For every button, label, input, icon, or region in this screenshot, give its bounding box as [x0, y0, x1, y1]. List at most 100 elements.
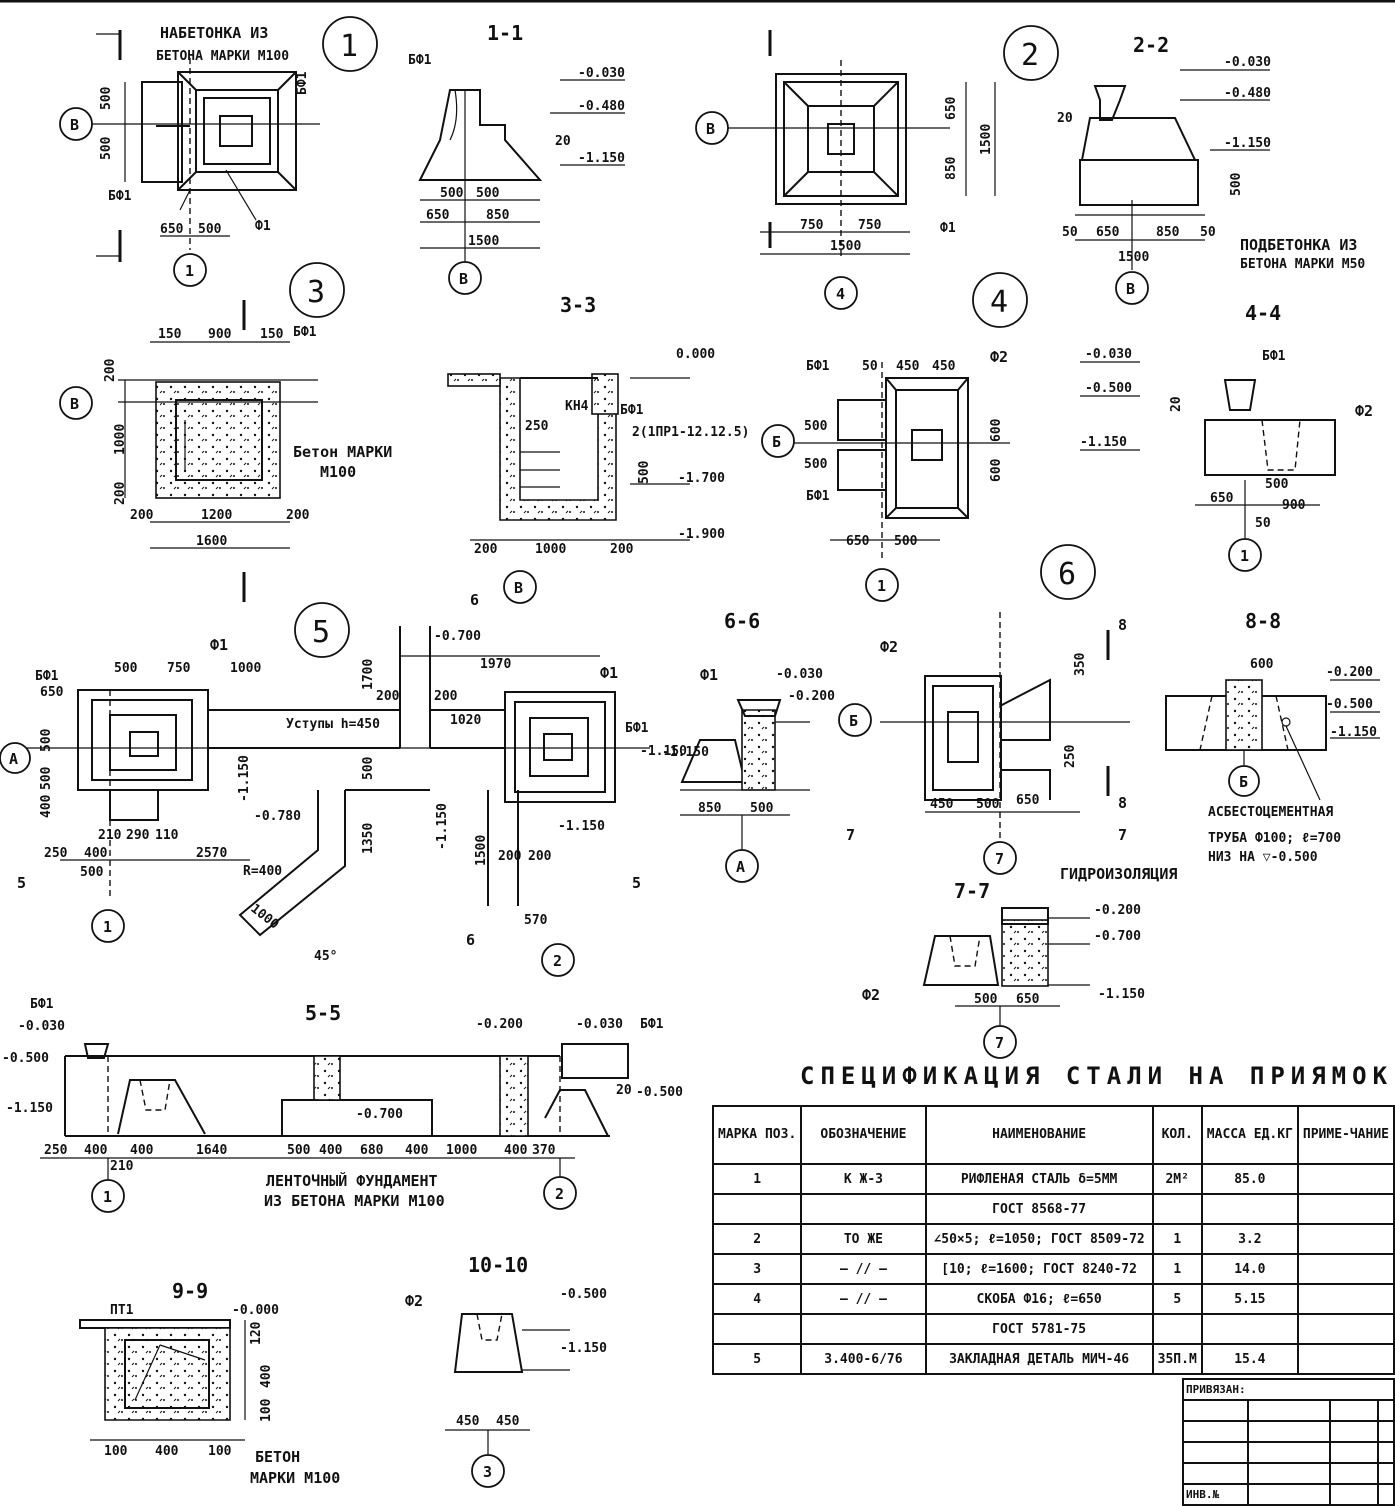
- view-1-bf1: БФ1: [108, 189, 132, 204]
- section-4-4-dim: 50: [1255, 516, 1271, 531]
- section-5-5-dim: 250: [44, 1143, 68, 1158]
- spec-cell: 4: [711, 1283, 803, 1315]
- section-3-3-axis: В: [514, 579, 523, 597]
- section-5-5-bf1: БФ1: [30, 997, 54, 1012]
- table-row: 4 — // — СКОБА Ф16; ℓ=650 5 5.15: [711, 1283, 1395, 1315]
- view-2-dim: 750: [858, 218, 882, 233]
- spec-cell: [1200, 1193, 1299, 1225]
- view-5-bf1b: БФ1: [625, 721, 649, 736]
- axis-bubble: [503, 570, 537, 604]
- section-1-1: [418, 79, 625, 270]
- spec-cell: ТО ЖЕ: [800, 1223, 927, 1255]
- spec-cell: 5.15: [1200, 1283, 1299, 1315]
- view-5-cut-mark: 5: [632, 874, 641, 892]
- table-row: 5 3.400-6/76 ЗАКЛАДНАЯ ДЕТАЛЬ МИЧ-46 35П…: [711, 1343, 1395, 1375]
- spec-header-cell: ОБОЗНАЧЕНИЕ: [800, 1105, 927, 1165]
- section-3-3-title: 3-3: [560, 293, 596, 317]
- section-5-5-bf1b: БФ1: [640, 1017, 664, 1032]
- view-4-axis: Б: [772, 433, 781, 451]
- section-6-6-elev: -1.150: [662, 745, 709, 760]
- view-6-dim: 450: [930, 797, 954, 812]
- axis-bubble: [448, 261, 482, 295]
- section-7-7-label: ГИДРОИЗОЛЯЦИЯ: [1060, 865, 1177, 883]
- view-5-dim: 500: [114, 661, 138, 676]
- view-1-dim: 500: [198, 222, 222, 237]
- view-5-dim: 2570: [196, 846, 227, 861]
- table-row: 2 ТО ЖЕ ∠50×5; ℓ=1050; ГОСТ 8509-72 1 3.…: [711, 1223, 1395, 1255]
- view-5-axis: А: [9, 750, 18, 768]
- view-2-axis-num: 4: [836, 285, 845, 303]
- view-1-dim: 650: [160, 222, 184, 237]
- table-row: ГОСТ 5781-75: [711, 1313, 1395, 1345]
- section-10-10-f2: Ф2: [405, 1292, 423, 1310]
- section-1-1-dim: 850: [486, 208, 510, 223]
- view-3-axis: В: [70, 395, 79, 413]
- spec-header-cell: ПРИМЕ-ЧАНИЕ: [1296, 1105, 1395, 1165]
- section-10-10-elev: -1.150: [560, 1341, 607, 1356]
- view-3-dim: 1000: [113, 424, 128, 455]
- view-3-dim: 1600: [196, 534, 227, 549]
- spec-cell: [1200, 1313, 1299, 1345]
- spec-cell: 2М²: [1151, 1163, 1203, 1195]
- view-3-plan: [118, 300, 318, 602]
- section-9-9-label: БЕТОН: [255, 1448, 300, 1466]
- section-8-8-elev: -1.150: [1330, 725, 1377, 740]
- section-1-1-axis: В: [459, 270, 468, 288]
- spec-cell: СКОБА Ф16; ℓ=650: [924, 1283, 1154, 1315]
- view-1-label: НАБЕТОНКА ИЗ: [160, 24, 268, 42]
- view-6-cut-mark: 8: [1118, 794, 1127, 812]
- spec-cell: РИФЛЕНАЯ СТАЛЬ δ=5ММ: [924, 1163, 1154, 1195]
- view-4-plan: [790, 362, 1010, 560]
- axis-bubble: [865, 568, 899, 602]
- spec-cell: [711, 1193, 803, 1225]
- view-6-cut-mark: 7: [846, 826, 855, 844]
- axis-bubble: [824, 276, 858, 310]
- section-9-9-dim: 100: [208, 1444, 232, 1459]
- view-5-elev: -1.150: [640, 744, 687, 759]
- section-4-4-elev: -0.500: [1085, 381, 1132, 396]
- section-2-2-elev: -1.150: [1224, 136, 1271, 151]
- spec-cell: [10; ℓ=1600; ГОСТ 8240-72: [924, 1253, 1154, 1285]
- view-5-elev: -1.150: [237, 755, 252, 802]
- view-6-cut-mark: 7: [1118, 826, 1127, 844]
- section-3-3-elev: -1.700: [678, 471, 725, 486]
- spec-cell: [800, 1313, 927, 1345]
- spec-header-cell: НАИМЕНОВАНИЕ: [924, 1105, 1154, 1165]
- section-8-8-title: 8-8: [1245, 609, 1281, 633]
- section-10-10-elev: -0.500: [560, 1287, 607, 1302]
- view-3-dim: 150: [260, 327, 284, 342]
- spec-cell: ЗАКЛАДНАЯ ДЕТАЛЬ МИЧ-46: [924, 1343, 1154, 1375]
- section-4-4-dim: 650: [1210, 491, 1234, 506]
- view-4-dim: 500: [804, 419, 828, 434]
- spec-table: МАРКА ПОЗ. ОБОЗНАЧЕНИЕ НАИМЕНОВАНИЕ КОЛ.…: [711, 1105, 1395, 1375]
- section-2-2-elev: -0.030: [1224, 55, 1271, 70]
- view-1-dim: 500: [99, 86, 114, 110]
- axis-bubble: [1228, 765, 1260, 797]
- section-9-9-dim: 100: [104, 1444, 128, 1459]
- section-6-6: [680, 699, 810, 852]
- spec-cell: 85.0: [1200, 1163, 1299, 1195]
- section-7-7-elev: -0.700: [1094, 929, 1141, 944]
- section-4-4-dim: 900: [1282, 498, 1306, 513]
- view-3-dim: 200: [130, 508, 154, 523]
- section-2-2-dim: 1500: [1118, 250, 1149, 265]
- view-3-number: 3: [307, 275, 325, 310]
- section-2-2-dim: 50: [1062, 225, 1078, 240]
- view-5-dim: 250: [44, 846, 68, 861]
- section-6-6-elev: -0.200: [788, 689, 835, 704]
- view-5-bf1: БФ1: [35, 669, 59, 684]
- view-2-axis: В: [706, 120, 715, 138]
- spec-header-row: МАРКА ПОЗ. ОБОЗНАЧЕНИЕ НАИМЕНОВАНИЕ КОЛ.…: [711, 1105, 1395, 1165]
- axis-bubble: [541, 943, 575, 977]
- view-3-concrete-label: Бетон МАРКИ: [293, 443, 392, 461]
- section-3-3-elev: 0.000: [676, 347, 715, 362]
- view-5-f1: Ф1: [210, 636, 228, 654]
- view-4-dim: 600: [989, 458, 1004, 482]
- spec-cell: 2: [711, 1223, 803, 1255]
- spec-cell: [1296, 1313, 1395, 1345]
- spec-cell: [1296, 1343, 1395, 1375]
- section-10-10-dim: 450: [496, 1414, 520, 1429]
- spec-cell: ГОСТ 5781-75: [924, 1313, 1154, 1345]
- section-4-4-elev: -1.150: [1080, 435, 1127, 450]
- spec-cell: 3: [711, 1253, 803, 1285]
